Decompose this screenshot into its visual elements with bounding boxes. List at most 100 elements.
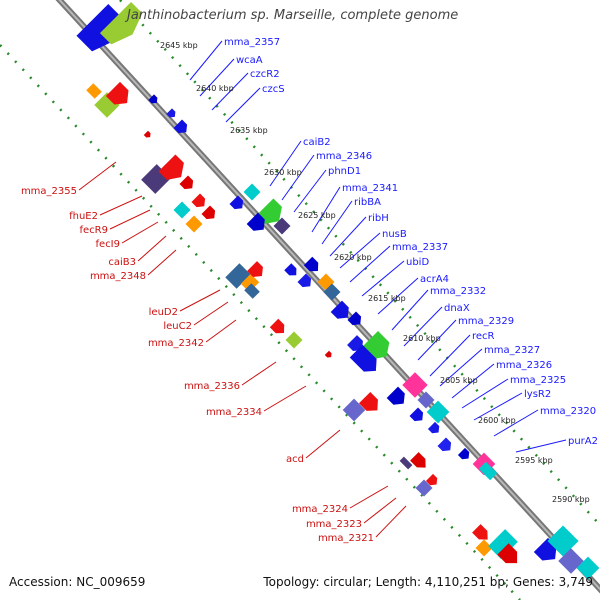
gene-arrow-32 [269, 318, 285, 334]
gene-feature-47 [410, 452, 426, 468]
gene-feature-42 [409, 407, 424, 422]
gene-block-13 [173, 201, 191, 219]
kbp-label: 2595 kbp [515, 456, 553, 465]
forward-gene-labels: mma_2357wcaAczcR2czcScaiB2mma_2346phnD1m… [224, 37, 598, 447]
gene-arrow-39 [386, 386, 405, 405]
gene-feature-55 [475, 539, 493, 557]
forward-gene-label: caiB2 [303, 137, 331, 148]
gene-arrow-26 [303, 256, 319, 272]
kbp-label: 2605 kbp [440, 376, 478, 385]
gene-arrow-44 [437, 437, 452, 452]
kbp-label: 2600 kbp [478, 416, 516, 425]
reverse-leader-line [121, 221, 159, 244]
forward-gene-label: nusB [382, 229, 407, 240]
gene-arrow-54 [472, 524, 488, 540]
gene-arrow-17 [229, 195, 244, 210]
reverse-leader-line [99, 195, 143, 216]
gene-feature-37 [349, 344, 377, 372]
gene-feature-30 [330, 300, 349, 319]
forward-leader-line [493, 409, 539, 437]
gene-feature-54 [472, 524, 488, 540]
gene-arrow-11 [179, 175, 194, 190]
forward-leader-line [281, 154, 315, 201]
gene-arrow-23 [247, 261, 263, 277]
forward-leader-line [429, 334, 471, 377]
gene-arrow-25 [284, 263, 297, 276]
gene-block-21 [225, 263, 251, 289]
gene-feature-31 [347, 311, 362, 326]
reverse-leader-line [363, 497, 397, 524]
reverse-leader-line [205, 319, 237, 343]
reverse-leader-line [147, 249, 177, 276]
kbp-label: 2590 kbp [552, 495, 590, 504]
gene-arrow-37 [349, 344, 377, 372]
gene-arrow-53 [425, 473, 438, 486]
gene-feature-19 [246, 212, 265, 231]
reverse-gene-label: mma_2348 [90, 271, 146, 282]
gene-arrow-34 [324, 350, 332, 358]
gene-feature-41 [426, 400, 450, 424]
gene-arrow-10 [158, 154, 184, 180]
forward-gene-label: ribH [368, 213, 389, 224]
gene-feature-46 [358, 391, 378, 411]
gene-feature-17 [229, 195, 244, 210]
gene-feature-22 [240, 273, 260, 293]
kbp-label: 2615 kbp [368, 294, 406, 303]
forward-leader-line [361, 260, 405, 297]
forward-gene-label: dnaX [444, 303, 470, 314]
gene-block-61 [576, 556, 600, 580]
forward-leader-line [451, 363, 495, 399]
gene-feature-53 [425, 473, 438, 486]
gene-feature-29 [323, 283, 341, 301]
forward-leader-line [339, 232, 381, 269]
forward-leader-line [311, 186, 341, 233]
forward-gene-label: mma_2346 [316, 151, 372, 162]
kbp-label: 2645 kbp [160, 41, 198, 50]
forward-leader-line [199, 58, 235, 97]
gene-feature-51 [457, 447, 470, 460]
forward-gene-label: mma_2320 [540, 406, 596, 417]
gene-feature-52 [415, 479, 433, 497]
forward-gene-label: ribBA [354, 197, 381, 208]
forward-gene-label: recR [472, 331, 495, 342]
gene-feature-45 [342, 398, 366, 422]
gene-feature-61 [576, 556, 600, 580]
forward-leader-line [269, 140, 302, 187]
gene-block-29 [323, 283, 341, 301]
gene-block-14 [185, 215, 203, 233]
gene-block-55 [475, 539, 493, 557]
kbp-label: 2640 kbp [196, 84, 234, 93]
gene-block-38 [402, 372, 428, 398]
gene-feature-15 [201, 205, 216, 220]
reverse-leader-line [78, 161, 117, 191]
kbp-label: 2635 kbp [230, 126, 268, 135]
gene-feature-34 [324, 350, 332, 358]
reverse-gene-label: mma_2324 [292, 504, 348, 515]
gene-block-2 [86, 83, 102, 99]
forward-leader-line [349, 245, 391, 283]
forward-gene-label: mma_2357 [224, 37, 280, 48]
forward-gene-label: wcaA [236, 55, 263, 66]
gene-arrow-46 [358, 391, 378, 411]
forward-leader-line [377, 277, 419, 315]
forward-gene-label: czcR2 [250, 69, 280, 80]
gene-feature-40 [417, 391, 435, 409]
gene-block-56 [488, 529, 518, 559]
gene-feature-16 [243, 183, 261, 201]
accession-text: Accession: NC_009659 [9, 575, 146, 589]
reverse-gene-label: mma_2321 [318, 533, 374, 544]
gene-arrow-12 [191, 193, 206, 208]
outer-tick-ring [119, 0, 600, 526]
reverse-leader-line [305, 429, 341, 459]
forward-leader-line [417, 319, 457, 361]
gene-arrow-31 [347, 311, 362, 326]
gene-feature-32 [269, 318, 285, 334]
reverse-gene-label: mma_2334 [206, 407, 262, 418]
gene-arrow-30 [330, 300, 349, 319]
forward-gene-label: lysR2 [524, 389, 551, 400]
forward-leader-line [293, 169, 327, 213]
forward-gene-label: mma_2337 [392, 242, 448, 253]
forward-leader-line [391, 289, 429, 331]
map-title: Janthinobacterium sp. Marseille, complet… [127, 8, 459, 23]
gene-feature-10 [158, 154, 184, 180]
